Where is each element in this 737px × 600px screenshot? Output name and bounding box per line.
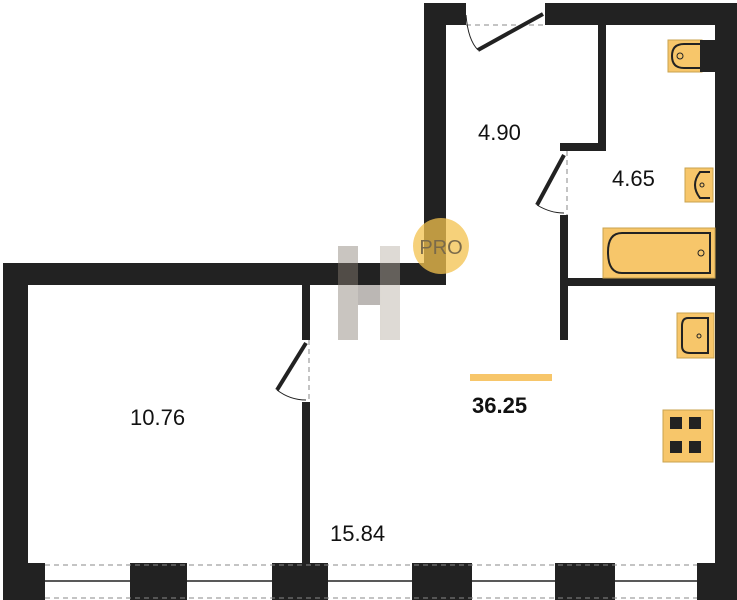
toilet-icon xyxy=(667,39,715,73)
windows xyxy=(45,564,697,599)
kitchen-sink-icon xyxy=(676,312,715,359)
watermark-logo xyxy=(338,246,400,340)
total-area-accent-bar xyxy=(470,374,552,381)
pro-badge: PRO xyxy=(413,218,469,274)
pro-badge-text: PRO xyxy=(419,237,462,259)
bedroom-door xyxy=(275,340,310,402)
bedroom-area: 10.76 xyxy=(130,405,185,430)
bathroom-area: 4.65 xyxy=(612,166,655,191)
hallway-area: 4.90 xyxy=(478,120,521,145)
bathtub-icon xyxy=(602,227,716,279)
entrance-door xyxy=(465,12,545,52)
bathroom-door xyxy=(535,151,568,215)
living-area: 15.84 xyxy=(330,521,385,546)
washbasin-icon xyxy=(684,167,714,203)
total-area: 36.25 xyxy=(472,393,527,418)
stove-icon xyxy=(662,409,714,463)
